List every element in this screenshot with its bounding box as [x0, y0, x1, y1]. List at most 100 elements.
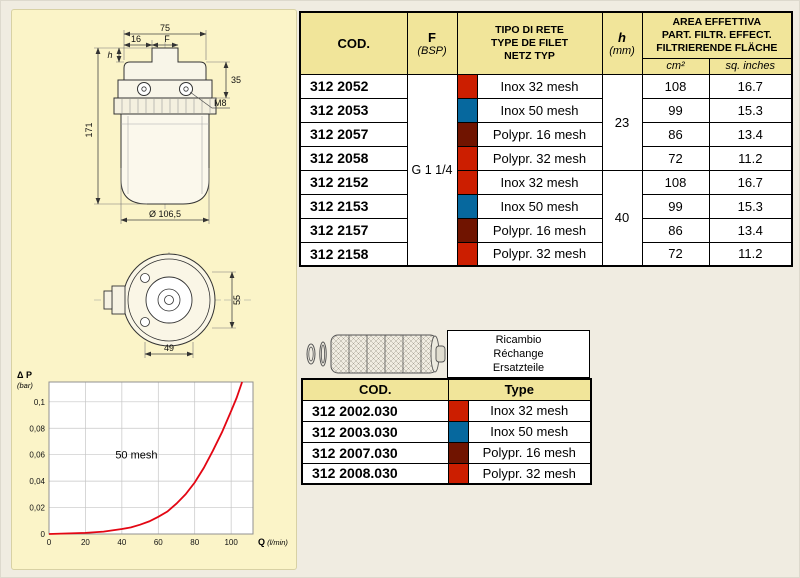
table-row: 312 2007.030 Polypr. 16 mesh [301, 441, 592, 464]
spare-parts-table: COD. Type 312 2002.030 Inox 32 mesh 312 … [301, 378, 593, 485]
product-code: 312 2057 [299, 121, 408, 147]
area-cm2: 108 [641, 169, 710, 195]
dim-bottom-width-label: 49 [164, 343, 174, 353]
y-axis-label: Δ P [17, 370, 32, 380]
spare-code: 312 2003.030 [301, 420, 449, 443]
header-area: AREA EFFETTIVA PART. FILTR. EFFECT. FILT… [641, 11, 793, 59]
area-sq-inches: 16.7 [708, 169, 793, 195]
mesh-type: Inox 32 mesh [467, 399, 592, 422]
spare-code: 312 2008.030 [301, 462, 449, 485]
mesh-type: Inox 50 mesh [467, 420, 592, 443]
dim-bolt-label: M8 [214, 98, 227, 108]
product-code: 312 2153 [299, 193, 408, 219]
product-code: 312 2158 [299, 241, 408, 267]
spare-code: 312 2002.030 [301, 399, 449, 422]
mesh-color-swatch [447, 462, 469, 485]
product-code: 312 2053 [299, 97, 408, 123]
header-sq-inches: sq. inches [708, 57, 793, 75]
technical-drawing-bottom: 49 55 [94, 252, 254, 358]
mesh-color-swatch [456, 121, 478, 147]
mesh-type: Polypr. 16 mesh [467, 441, 592, 464]
dim-bottom-height-label: 55 [232, 295, 242, 305]
mesh-color-swatch [456, 145, 478, 171]
area-cm2: 86 [641, 121, 710, 147]
mesh-color-swatch [456, 217, 478, 243]
mesh-type: Polypr. 32 mesh [476, 241, 603, 267]
table-row: 312 2158 Polypr. 32 mesh 72 11.2 [299, 241, 793, 267]
x-tick-label: 40 [117, 538, 126, 547]
header-thread: F (BSP) [406, 11, 458, 75]
area-cm2: 72 [641, 241, 710, 267]
table-row: 312 2008.030 Polypr. 32 mesh [301, 462, 592, 485]
mesh-type: Polypr. 32 mesh [467, 462, 592, 485]
mesh-color-swatch [456, 73, 478, 99]
area-cm2: 99 [641, 97, 710, 123]
product-code: 312 2058 [299, 145, 408, 171]
mesh-color-swatch [456, 169, 478, 195]
area-sq-inches: 13.4 [708, 217, 793, 243]
x-tick-label: 80 [190, 538, 199, 547]
y-tick-label: 0,08 [29, 424, 45, 433]
dim-thread-label: F [164, 34, 170, 44]
y-axis-unit: (bar) [17, 381, 33, 390]
table-row: 312 2003.030 Inox 50 mesh [301, 420, 592, 443]
area-cm2: 86 [641, 217, 710, 243]
header-row: COD. Type [301, 378, 592, 401]
dim-width-label: 75 [160, 23, 170, 33]
height-cell: 23 [601, 73, 643, 171]
y-tick-label: 0,02 [29, 504, 45, 513]
mesh-type: Inox 32 mesh [476, 73, 603, 99]
table-row: 312 2152 Inox 32 mesh 40 108 16.7 [299, 169, 793, 267]
x-tick-label: 60 [154, 538, 163, 547]
x-tick-label: 0 [47, 538, 52, 547]
mesh-color-swatch [456, 241, 478, 267]
chart-plot-area [49, 382, 253, 534]
thread-size-cell: G 1 1/4 [406, 73, 458, 267]
area-cm2: 108 [641, 73, 710, 99]
dim-offset-label: 16 [131, 34, 141, 44]
y-tick-label: 0,04 [29, 477, 45, 486]
cartridge-drawing [306, 334, 446, 374]
spare-label-de: Ersatzteile [492, 362, 545, 374]
dim-diameter-label: Ø 106,5 [149, 209, 181, 219]
spare-code: 312 2007.030 [301, 441, 449, 464]
product-code: 312 2052 [299, 73, 408, 99]
product-code: 312 2157 [299, 217, 408, 243]
x-axis-label: Q (l/min) [258, 537, 288, 547]
x-tick-label: 100 [224, 538, 238, 547]
y-tick-label: 0 [41, 530, 46, 539]
y-tick-label: 0,06 [29, 451, 45, 460]
table-row: 312 2058 Polypr. 32 mesh 72 11.2 [299, 145, 793, 171]
dim-total-height-label: 171 [84, 122, 94, 137]
dim-cap-height-label: 35 [231, 75, 241, 85]
area-cm2: 99 [641, 193, 710, 219]
area-sq-inches: 15.3 [708, 193, 793, 219]
header-height-symbol: h [618, 29, 626, 45]
table-row: 312 2157 Polypr. 16 mesh 86 13.4 [299, 217, 793, 243]
x-tick-label: 20 [81, 538, 90, 547]
mesh-type: Polypr. 16 mesh [476, 121, 603, 147]
mesh-color-swatch [447, 420, 469, 443]
dim-port-height-label: h [107, 50, 112, 60]
header-mesh-type: TIPO DI RETE TYPE DE FILET NETZ TYP [456, 11, 603, 75]
header-thread-symbol: F [428, 29, 436, 45]
header-cm2: cm² [641, 57, 710, 75]
header-thread-unit: (BSP) [417, 44, 447, 57]
drawing-panel: 75 16 F h 35 M8 171 Ø 106,5 [11, 9, 297, 570]
header-height: h (mm) [601, 11, 643, 75]
product-code: 312 2152 [299, 169, 408, 195]
area-sq-inches: 11.2 [708, 241, 793, 267]
mesh-type: Inox 32 mesh [476, 169, 603, 195]
mesh-color-swatch [456, 193, 478, 219]
spare-header-type: Type [447, 378, 592, 401]
table-row: 312 2002.030 Inox 32 mesh [301, 399, 592, 422]
header-cod: COD. [299, 11, 408, 75]
mesh-type: Inox 50 mesh [476, 193, 603, 219]
mesh-color-swatch [456, 97, 478, 123]
spare-part-label-box: Ricambio Réchange Ersatzteile [447, 330, 590, 378]
header-height-unit: (mm) [609, 44, 635, 57]
technical-drawing-front: 75 16 F h 35 M8 171 Ø 106,5 [84, 23, 241, 224]
y-tick-label: 0,1 [34, 398, 46, 407]
